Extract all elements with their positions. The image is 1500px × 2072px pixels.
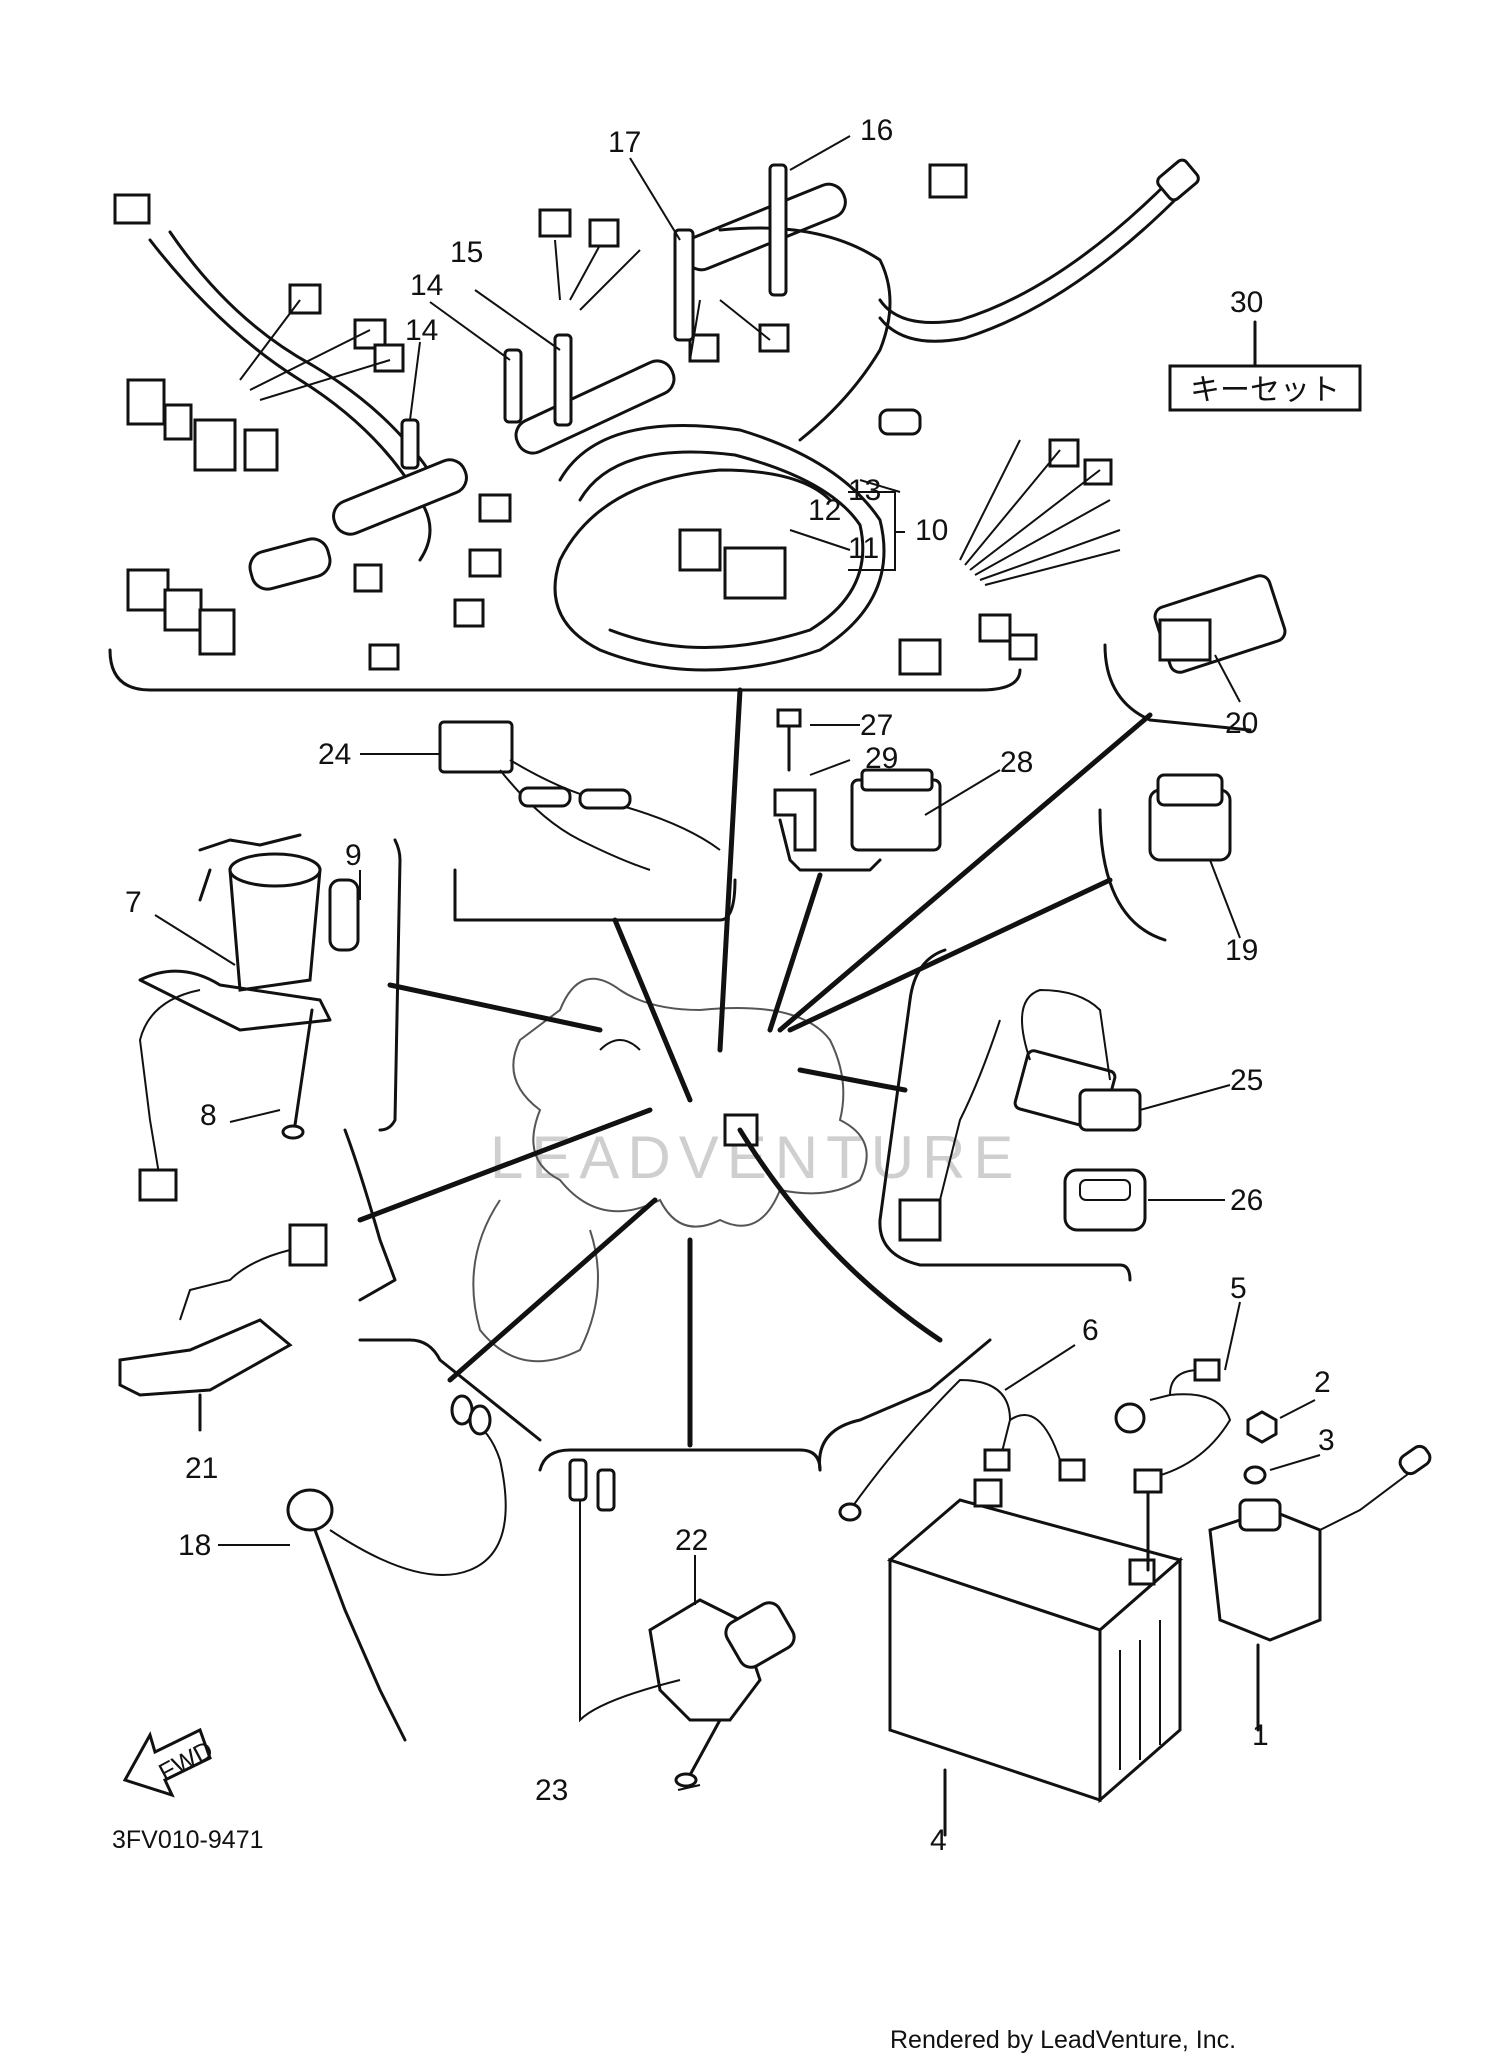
leader-lines	[357, 687, 1153, 1448]
part-22-switch[interactable]	[538, 1448, 822, 1723]
frame-outline	[472, 977, 868, 1363]
callout-1: 1	[1252, 1719, 1269, 1752]
callout-16: 16	[860, 114, 893, 147]
callout-7: 7	[125, 886, 142, 919]
part-29-bracket[interactable]	[773, 788, 817, 852]
callout-leaders	[154, 135, 1321, 1791]
callout-25: 25	[1230, 1064, 1263, 1097]
part-28-relay[interactable]	[778, 768, 942, 872]
part-24-connector[interactable]	[438, 720, 737, 922]
callout-20: 20	[1225, 707, 1258, 740]
callout-12: 12	[808, 494, 841, 527]
callout-28: 28	[1000, 746, 1033, 779]
fwd-arrow: FWD	[122, 1727, 218, 1798]
callout-21: 21	[185, 1452, 218, 1485]
callout-10: 10	[915, 514, 948, 547]
part-4-battery[interactable]	[887, 1478, 1184, 1837]
callout-8: 8	[200, 1099, 217, 1132]
part-6-cable[interactable]	[818, 1338, 1086, 1522]
callout-9: 9	[345, 839, 362, 872]
part-5-cable[interactable]	[1114, 1358, 1232, 1572]
part-7-main-switch[interactable]	[138, 833, 402, 1202]
part-1-starter-relay[interactable]	[1208, 1443, 1433, 1732]
callout-27: 27	[860, 709, 893, 742]
callout-26: 26	[1230, 1184, 1263, 1217]
callout-14a: 14	[410, 269, 443, 302]
part-3-washer[interactable]	[1243, 1465, 1267, 1485]
callout-5: 5	[1230, 1272, 1247, 1305]
callout-13: 13	[848, 474, 881, 507]
callout-17: 17	[608, 126, 641, 159]
callout-labels: 1 2 3 4 5 6 7 8 9 10 11 12 13 14 14 15 1…	[125, 114, 1335, 1857]
callout-22: 22	[675, 1524, 708, 1557]
part-9-spacer[interactable]	[328, 878, 360, 952]
callout-24: 24	[318, 738, 351, 771]
callout-30: 30	[1230, 286, 1263, 319]
callout-11: 11	[848, 532, 879, 565]
key-set-box[interactable]: キーセット	[1168, 320, 1362, 412]
callout-14b: 14	[405, 314, 438, 347]
part-19-relay[interactable]	[1098, 773, 1232, 942]
callout-3: 3	[1318, 1424, 1335, 1457]
callout-19: 19	[1225, 934, 1258, 967]
part-8-bolt[interactable]	[281, 1008, 314, 1140]
callout-18: 18	[178, 1529, 211, 1562]
callout-29: 29	[865, 742, 898, 775]
part-21-switch[interactable]	[118, 1128, 397, 1432]
wire-harness[interactable]	[108, 158, 1201, 692]
part-2-nut[interactable]	[1246, 1410, 1278, 1444]
callout-2: 2	[1314, 1366, 1331, 1399]
callout-23: 23	[535, 1774, 568, 1807]
part-18-switch[interactable]	[286, 1338, 542, 1742]
footer-credit: Rendered by LeadVenture, Inc.	[890, 2026, 1236, 2054]
key-set-label: キーセット	[1190, 374, 1340, 407]
callout-4: 4	[930, 1824, 947, 1857]
part-code: 3FV010-9471	[112, 1826, 264, 1854]
callout-15: 15	[450, 236, 483, 269]
cable-ties[interactable]	[400, 163, 788, 470]
part-20-module[interactable]	[1103, 573, 1288, 732]
part-23-screw[interactable]	[674, 1718, 722, 1788]
part-27-bolt[interactable]	[776, 708, 802, 772]
callout-6: 6	[1082, 1314, 1099, 1347]
part-26-cap[interactable]	[1063, 1168, 1147, 1232]
